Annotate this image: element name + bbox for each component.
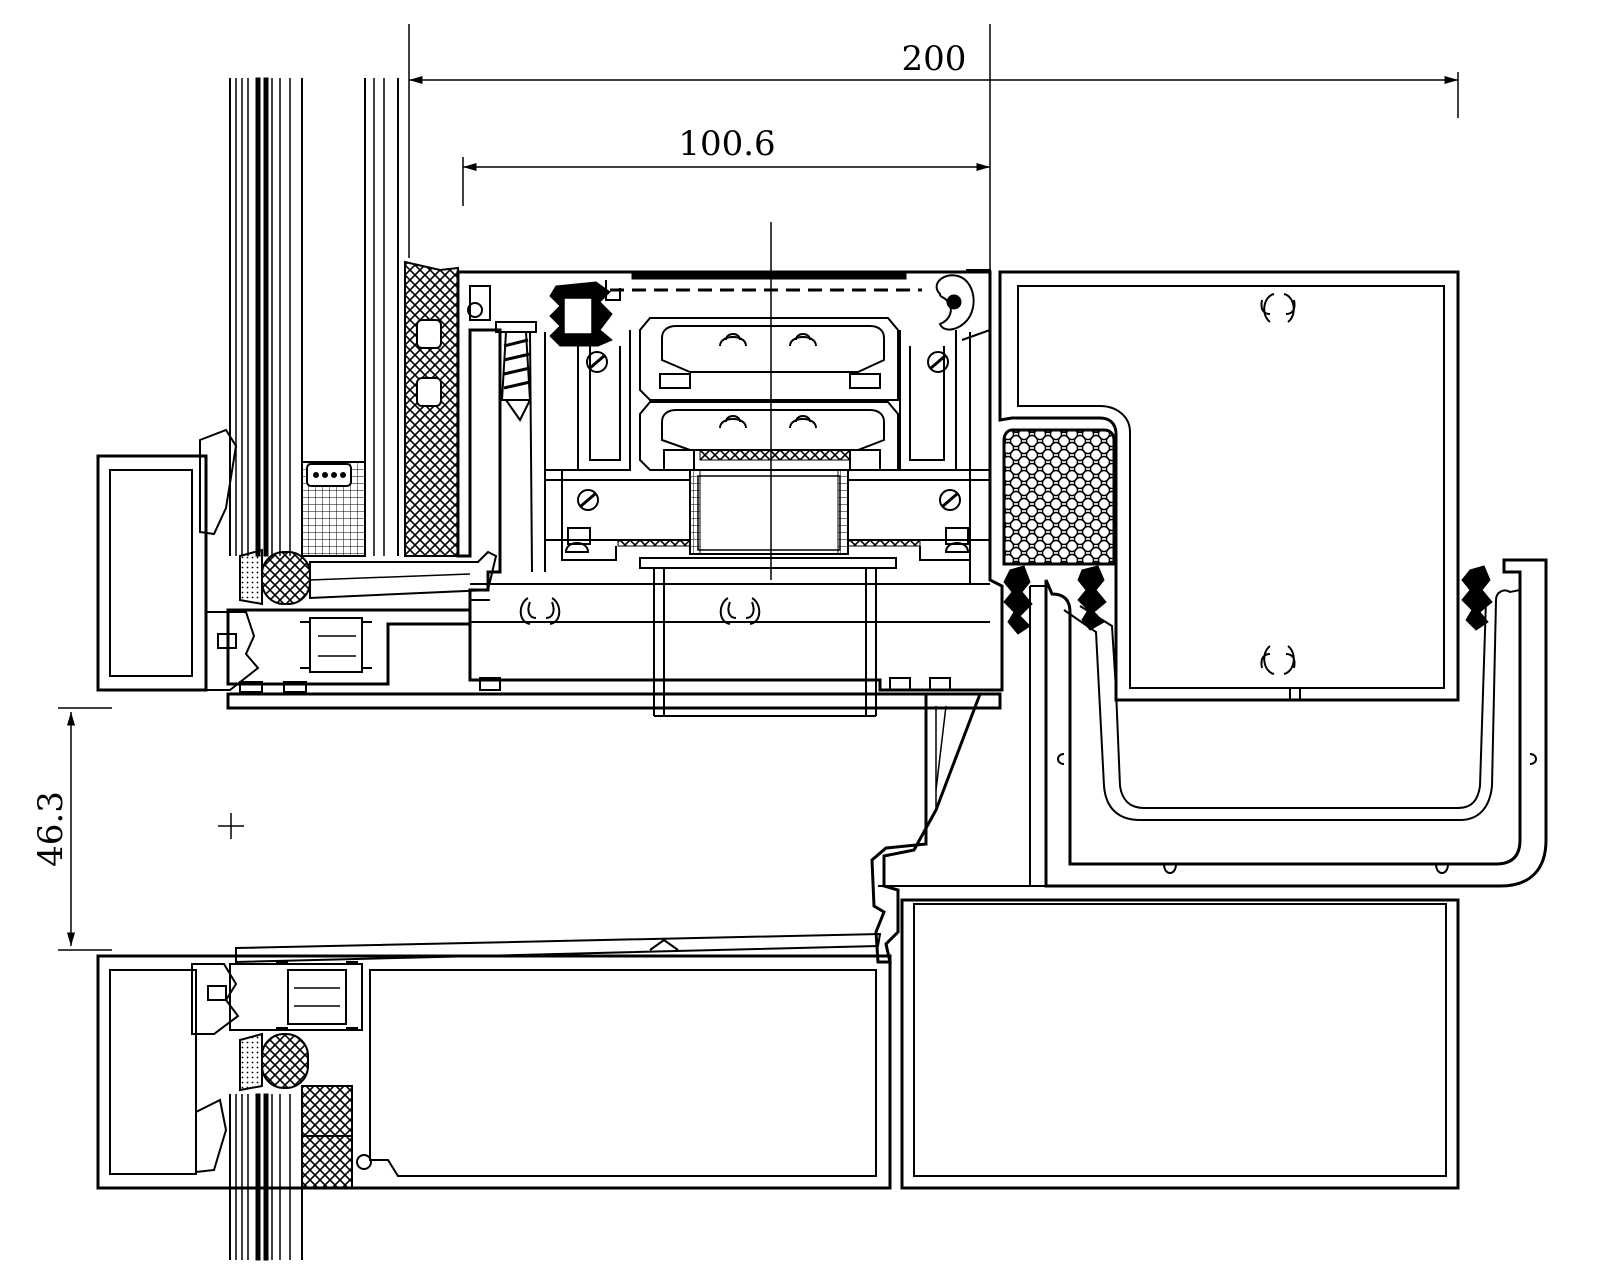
central-insulator	[545, 469, 990, 569]
dimension-100-6: 100.6	[462, 24, 991, 272]
connecting-bracket	[870, 692, 983, 964]
thermal-break-upper	[639, 317, 899, 401]
wedge-gaskets	[1003, 565, 1493, 635]
round-seals	[577, 351, 961, 511]
anchor-rods	[653, 568, 877, 717]
top-cap-strip	[605, 271, 922, 301]
dimension-label-200: 200	[902, 39, 967, 79]
upper-structural-sealant	[404, 260, 459, 557]
center-mullion-profile	[456, 270, 1004, 692]
upper-setting-block	[239, 548, 311, 606]
thermal-break-lower	[639, 401, 899, 471]
top-gasket-block	[549, 281, 613, 347]
top-right-gasket	[935, 269, 991, 341]
lower-left-frame-profile	[96, 954, 892, 1190]
upper-spacer	[301, 461, 366, 557]
right-channel-profile	[1044, 558, 1548, 888]
lower-setting-block	[239, 1032, 309, 1092]
screw-ports	[479, 597, 951, 691]
right-lower-box	[878, 585, 1460, 1190]
center-mark-icon	[218, 813, 244, 839]
lower-structural-sealant	[301, 1085, 353, 1189]
lower-glass-unit	[229, 1093, 303, 1261]
lower-sill-strip	[235, 932, 882, 964]
upper-glass-support	[309, 550, 498, 600]
dimension-label-100-6: 100.6	[678, 124, 775, 164]
dimension-46-3: 46.3	[31, 707, 112, 951]
right-box-profile	[998, 270, 1460, 702]
insulation-block	[1002, 428, 1116, 566]
dimension-label-46-3: 46.3	[31, 791, 71, 867]
dimension-200: 200	[408, 24, 1459, 258]
